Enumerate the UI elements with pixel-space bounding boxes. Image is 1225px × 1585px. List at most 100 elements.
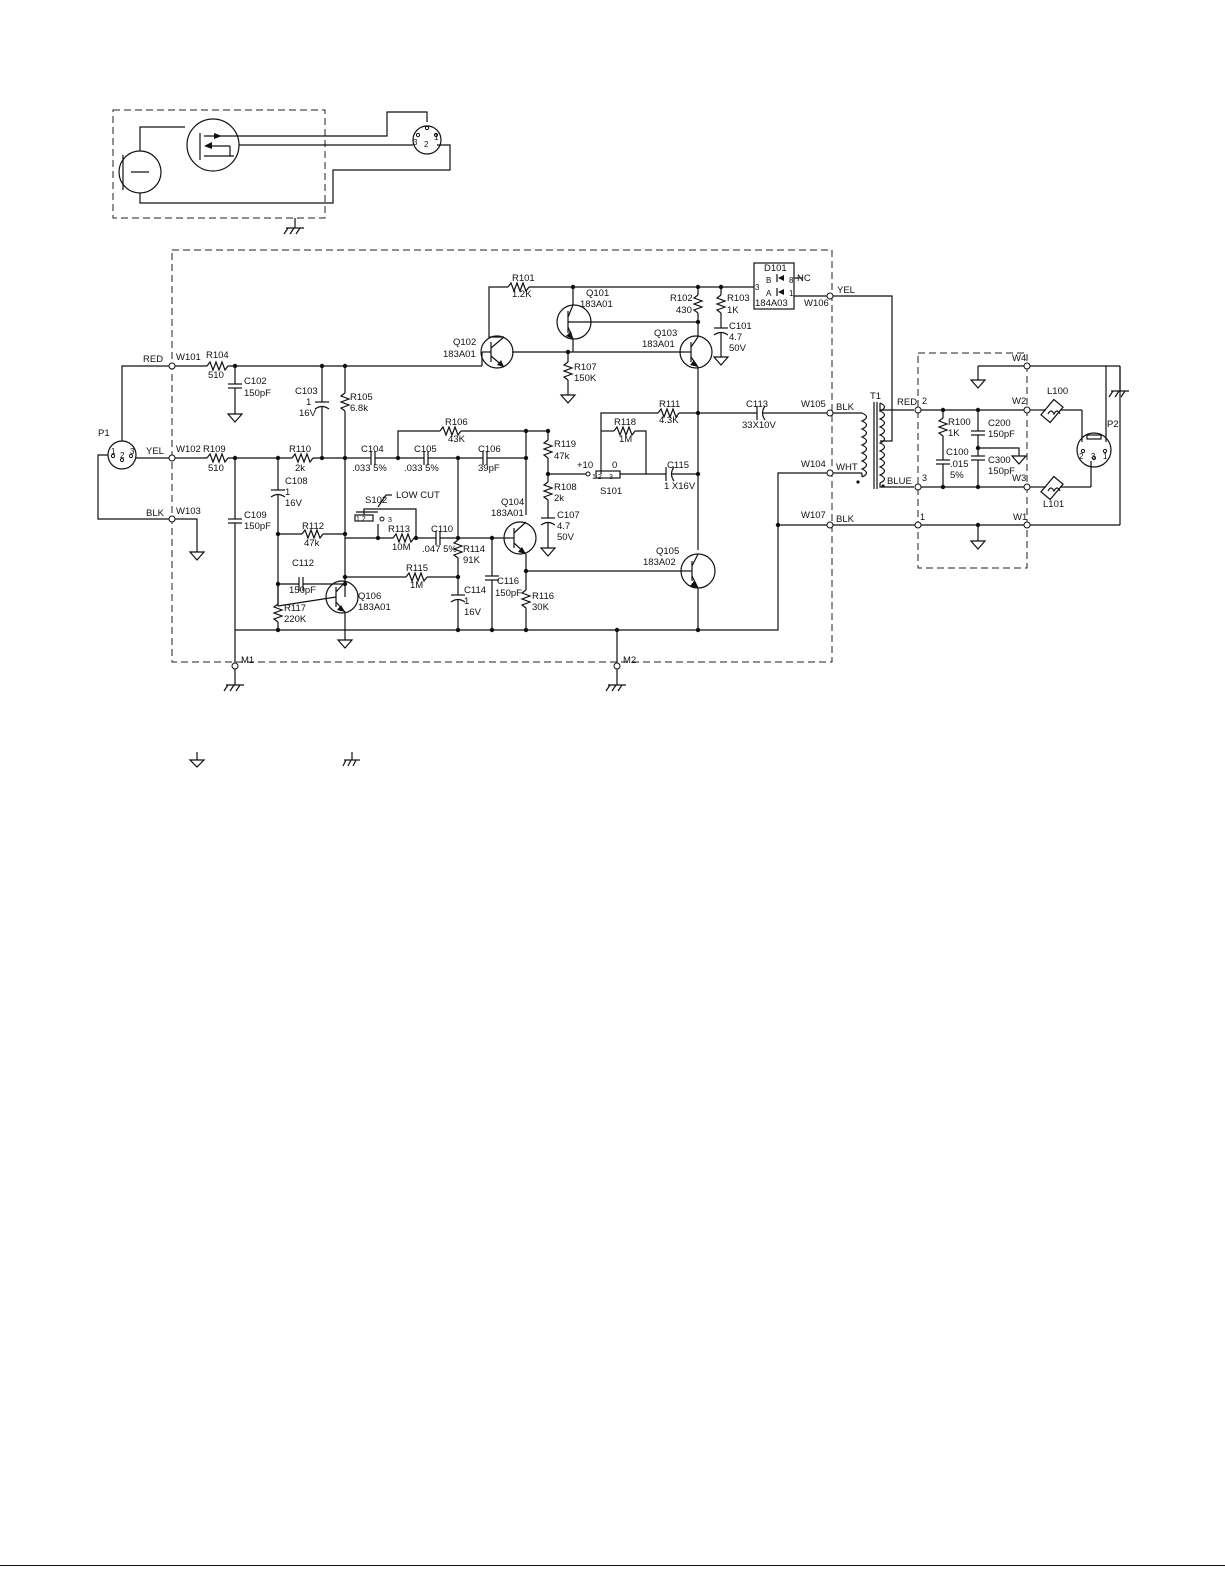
d101-nc: NC bbox=[797, 273, 811, 284]
r105-ref: R105 bbox=[350, 392, 373, 403]
r114-val: 91K bbox=[463, 555, 481, 566]
label-p2: P2 bbox=[1107, 419, 1119, 430]
r111-val: 4.3K bbox=[659, 415, 679, 426]
terminal-w101: W101 bbox=[176, 352, 201, 363]
transistor-q101 bbox=[556, 304, 592, 340]
r106-val: 43K bbox=[448, 434, 466, 445]
transistor-q102 bbox=[480, 335, 514, 369]
r100-val: 1K bbox=[948, 428, 960, 439]
transistor-q105 bbox=[680, 553, 716, 589]
capsule-assembly: 3 2 1 bbox=[112, 109, 451, 235]
s101-plus10: +10 bbox=[577, 460, 593, 471]
wire-blue-t: BLUE bbox=[887, 476, 912, 487]
c109-val: 150pF bbox=[244, 521, 271, 532]
p1-pin1: 1 bbox=[111, 447, 116, 456]
c103-val2: 16V bbox=[299, 408, 317, 419]
c108-val1: 1 bbox=[285, 487, 290, 498]
r103-val: 1K bbox=[727, 305, 739, 316]
wire-red-t: RED bbox=[897, 397, 917, 408]
input-connector-p1: 1 2 3 P1 bbox=[98, 428, 137, 470]
label-p1: P1 bbox=[98, 428, 110, 439]
terminal-w2: W2 bbox=[1012, 396, 1026, 407]
terminal-w107: W107 bbox=[801, 510, 826, 521]
r112-val: 47k bbox=[304, 538, 320, 549]
r100-ref: R100 bbox=[948, 417, 971, 428]
terminal-w3: W3 bbox=[1012, 473, 1026, 484]
c107-val1: 4.7 bbox=[557, 521, 570, 532]
r118-ref: R118 bbox=[614, 417, 636, 428]
c100-val1: .015 bbox=[950, 459, 969, 470]
c300-ref: C300 bbox=[988, 455, 1011, 466]
c101-ref: C101 bbox=[729, 321, 752, 332]
r110-val: 2k bbox=[295, 463, 305, 474]
terminal-w4: W4 bbox=[1012, 353, 1026, 364]
c100-val2: 5% bbox=[950, 470, 964, 481]
c109-ref: C109 bbox=[244, 510, 267, 521]
svg-text:3: 3 bbox=[755, 283, 760, 292]
r108-ref: R108 bbox=[554, 482, 577, 493]
p2-pin3: 3 bbox=[1091, 452, 1096, 461]
d101-ref: D101 bbox=[764, 263, 787, 274]
c114-val2: 16V bbox=[464, 607, 482, 618]
p2-pin2: 2 bbox=[1079, 452, 1084, 461]
r113-val: 10M bbox=[392, 542, 411, 553]
legend-signal-ground-icon bbox=[188, 752, 206, 768]
l100-ref: L100 bbox=[1047, 386, 1068, 397]
wire-yel-out: YEL bbox=[837, 285, 855, 296]
q103-ref: Q103 bbox=[654, 328, 677, 339]
c112-val: 150pF bbox=[289, 585, 316, 596]
c104-val: .033 5% bbox=[352, 463, 387, 474]
c103-ref: C103 bbox=[295, 386, 318, 397]
r114-ref: R114 bbox=[463, 544, 485, 555]
output-filter-box bbox=[917, 352, 1028, 569]
r102-val: 430 bbox=[676, 305, 692, 316]
c114-ref: C114 bbox=[464, 585, 486, 596]
transistor-q104 bbox=[503, 521, 537, 555]
c114-val1: 1 bbox=[464, 596, 469, 607]
diode-d101: D101 B 8 A 1 3 184A03 bbox=[753, 262, 795, 310]
terminal-w105: W105 bbox=[801, 399, 826, 410]
c108-ref: C108 bbox=[285, 476, 308, 487]
r101-val: 1.2K bbox=[512, 289, 532, 300]
c116-val: 150pF bbox=[495, 588, 522, 599]
footer-rule bbox=[0, 1565, 1225, 1566]
q103-val: 183A01 bbox=[642, 339, 675, 350]
r105-val: 6.8k bbox=[350, 403, 368, 414]
r107-ref: R107 bbox=[574, 362, 597, 373]
q104-val: 183A01 bbox=[491, 508, 524, 519]
c112-ref: C112 bbox=[292, 558, 314, 569]
ferrite-l101: L101 bbox=[1030, 475, 1091, 510]
output-connector-p2: 2 3 1 P2 bbox=[1076, 419, 1119, 468]
terminal-m2: M2 bbox=[623, 655, 636, 666]
c102-ref: C102 bbox=[244, 376, 267, 387]
r117-val: 220K bbox=[284, 614, 307, 625]
t1-ref: T1 bbox=[870, 391, 881, 402]
terminal-m1: M1 bbox=[241, 655, 254, 666]
wire-blk-out2: BLK bbox=[836, 514, 855, 525]
r116-ref: R116 bbox=[532, 591, 554, 602]
r102-ref: R102 bbox=[670, 293, 693, 304]
s102-ref: S102 bbox=[365, 495, 387, 506]
c106-val: 39pF bbox=[478, 463, 500, 474]
c101-val2: 50V bbox=[729, 343, 747, 354]
svg-text:A: A bbox=[766, 289, 772, 298]
svg-text:8: 8 bbox=[789, 276, 794, 285]
c104-ref: C104 bbox=[361, 444, 384, 455]
r111-ref: R111 bbox=[659, 399, 680, 410]
r106-ref: R106 bbox=[445, 417, 468, 428]
c106-ref: C106 bbox=[478, 444, 501, 455]
mini-pin-3: 3 bbox=[413, 138, 418, 147]
r118-val: 1M bbox=[619, 434, 632, 445]
svg-text:B: B bbox=[766, 276, 771, 285]
c105-ref: C105 bbox=[414, 444, 437, 455]
c116-ref: C116 bbox=[497, 576, 519, 587]
r112-ref: R112 bbox=[302, 521, 324, 532]
transistor-q103 bbox=[679, 335, 713, 369]
svg-text:3: 3 bbox=[388, 517, 392, 524]
c115-ref: C115 bbox=[667, 460, 689, 471]
q105-val: 183A02 bbox=[643, 557, 676, 568]
p2-pin1: 1 bbox=[1103, 452, 1108, 461]
svg-text:1: 1 bbox=[789, 289, 794, 298]
terminal-w1: W1 bbox=[1013, 512, 1027, 523]
